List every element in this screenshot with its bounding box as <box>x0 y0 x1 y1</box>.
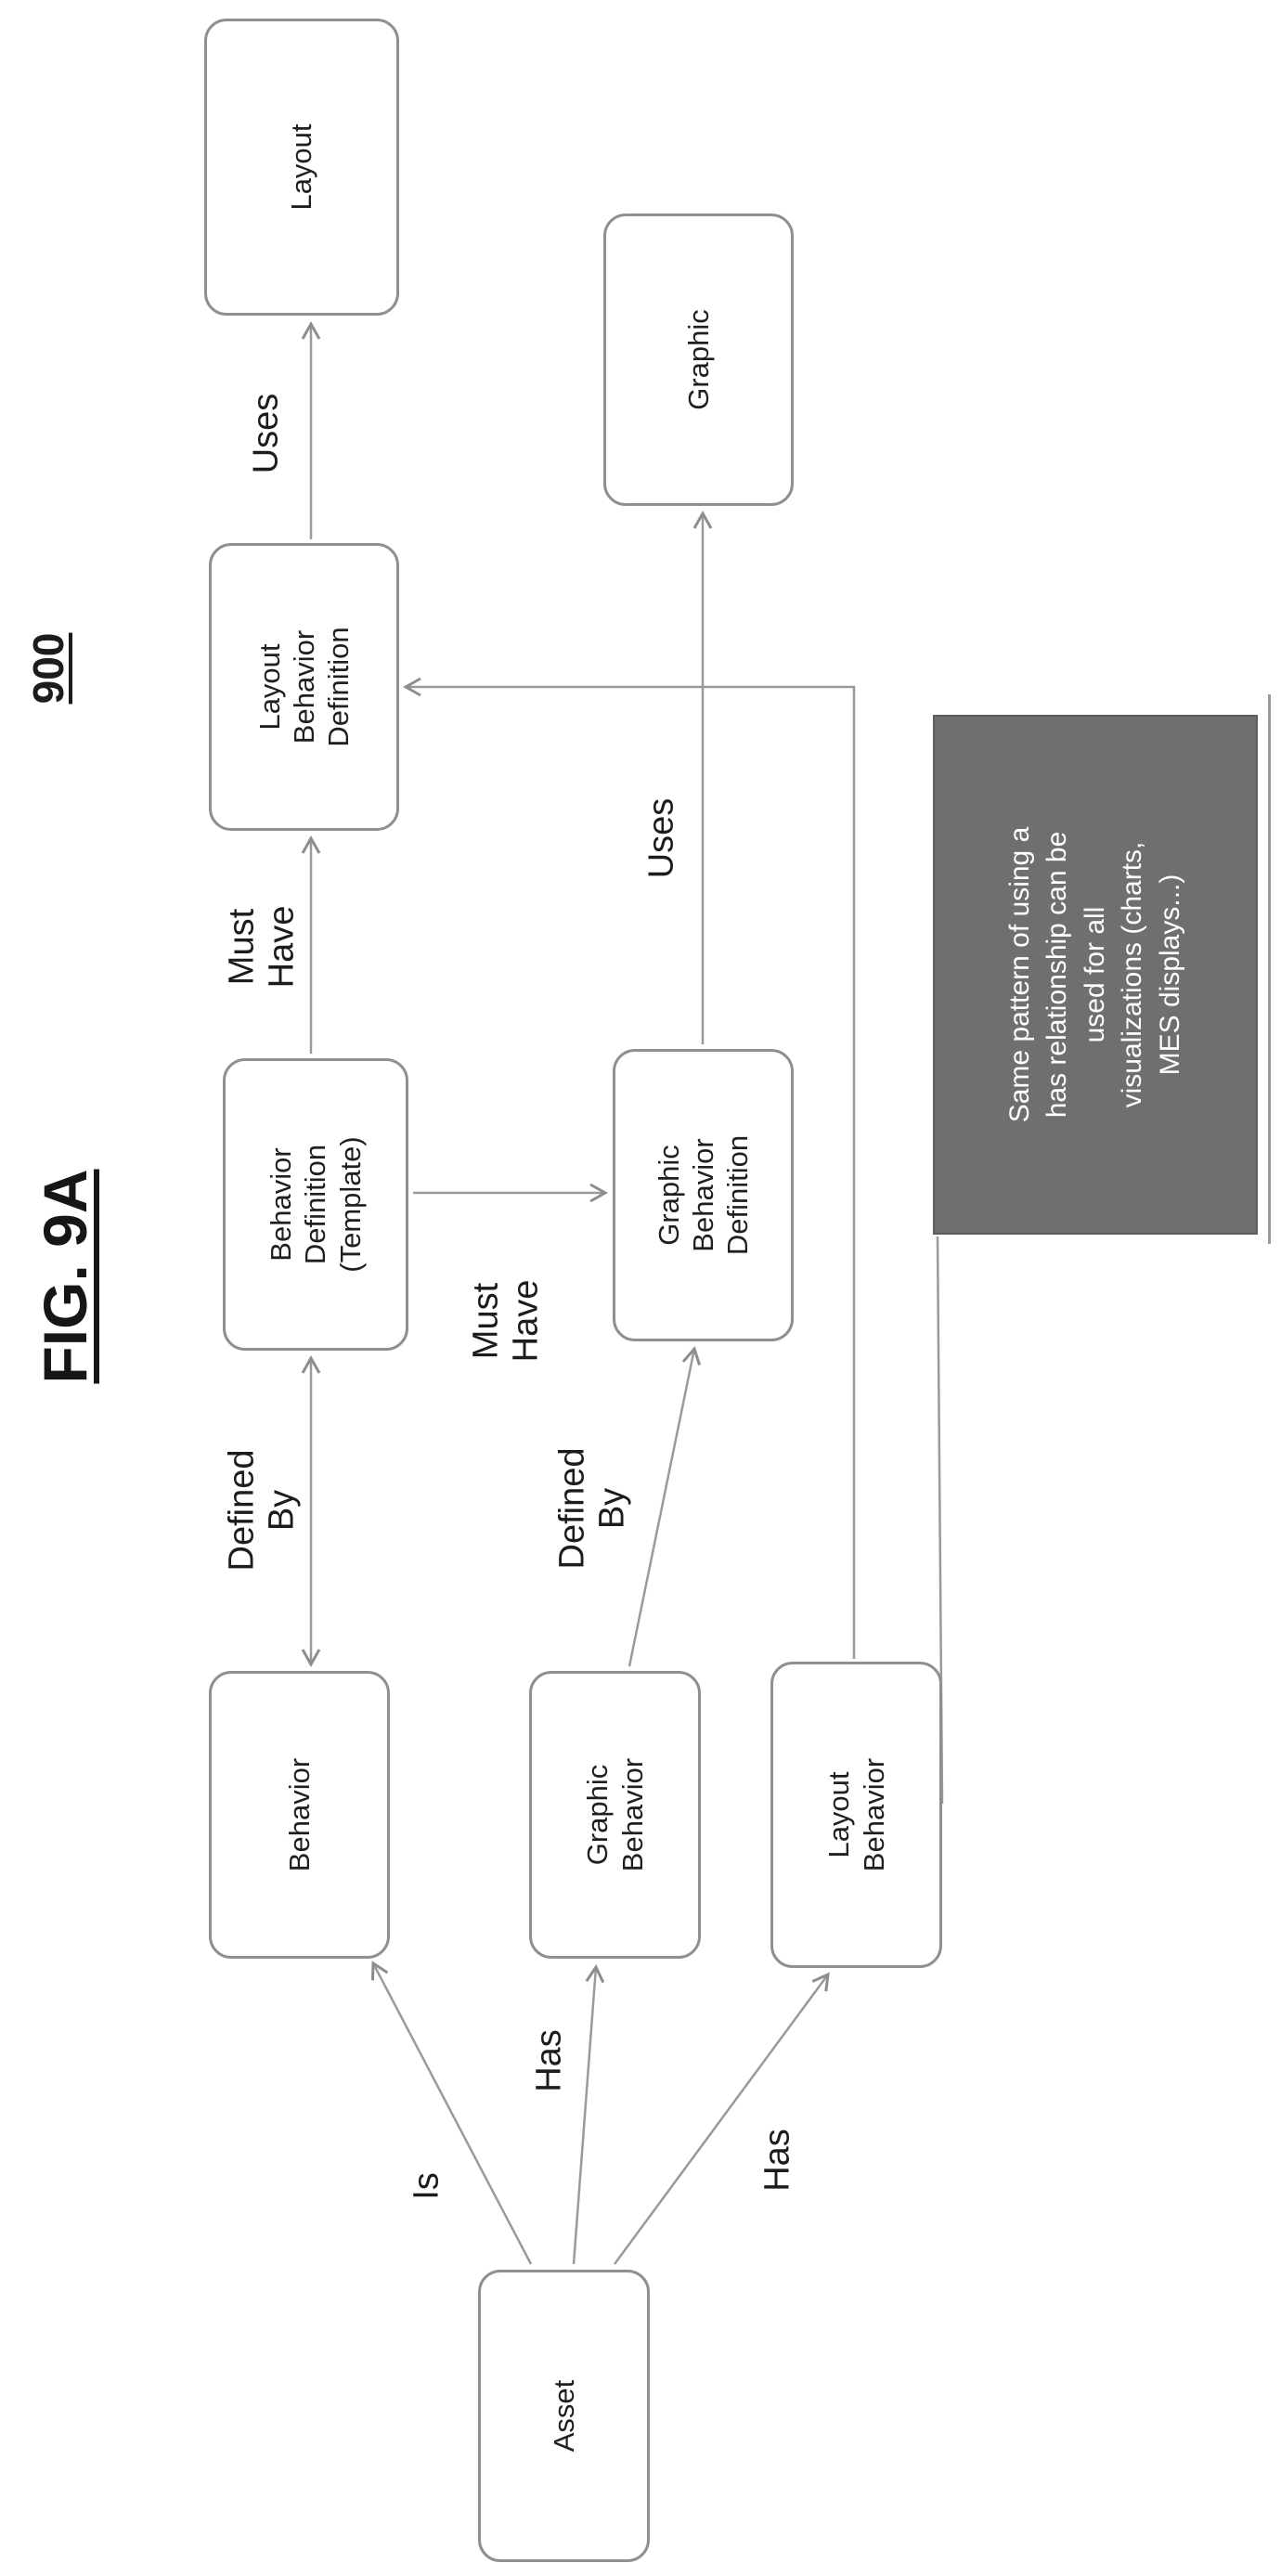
edge-label-has-layout: Has <box>757 2129 797 2192</box>
edge-label-must-have-graphic: Must Have <box>466 1279 545 1363</box>
edge-has-layout <box>613 1972 830 2265</box>
note-box: Same pattern of using a has relationship… <box>933 715 1258 1235</box>
edge-label-uses-layout: Uses <box>246 393 286 474</box>
node-layout-behavior: Layout Behavior <box>770 1662 942 1968</box>
node-asset: Asset <box>478 2270 650 2562</box>
edge-is <box>370 1961 533 2265</box>
edge-layout-behavior-to-definition <box>402 677 856 1659</box>
node-layout-behavior-definition: Layout Behavior Definition <box>209 543 399 831</box>
edge-label-is: Is <box>407 2172 446 2200</box>
node-behavior-definition-template: Behavior Definition (Template) <box>223 1058 408 1351</box>
edge-label-uses-graphic: Uses <box>641 797 681 879</box>
figure-title: FIG. 9A <box>31 1169 99 1384</box>
node-behavior: Behavior <box>209 1671 390 1959</box>
edge-defined-by-graphic <box>628 1346 702 1667</box>
edge-has-graphic <box>572 1963 605 2265</box>
node-layout: Layout <box>204 19 399 316</box>
edge-label-defined-by-graphic: Defined By <box>552 1447 631 1570</box>
figure-reference-number: 900 <box>24 632 72 705</box>
node-graphic-behavior-definition: Graphic Behavior Definition <box>613 1049 794 1341</box>
node-graphic: Graphic <box>603 214 794 506</box>
edge-label-defined-by-behavior: Defined By <box>222 1449 301 1572</box>
edge-label-must-have-layout: Must Have <box>222 905 301 989</box>
node-graphic-behavior: Graphic Behavior <box>529 1671 701 1959</box>
edge-label-has-graphic: Has <box>529 2029 569 2092</box>
note-underline <box>1268 694 1271 1244</box>
